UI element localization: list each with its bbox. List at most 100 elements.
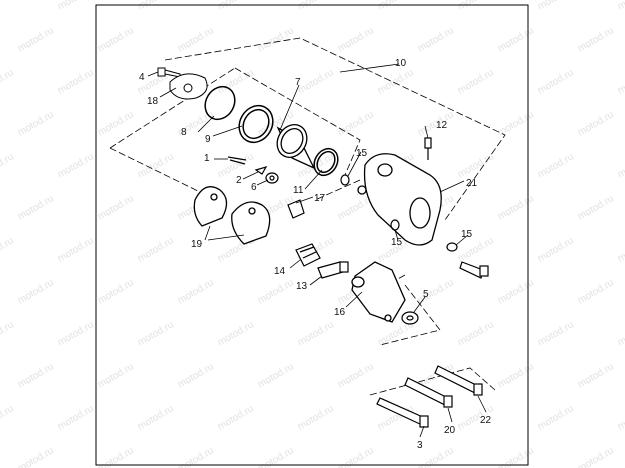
watermark-text: motod.ru bbox=[136, 403, 176, 432]
callout-21: 21 bbox=[466, 178, 478, 189]
watermark-text: motod.ru bbox=[616, 235, 625, 264]
part-6-nut bbox=[265, 172, 279, 184]
part-9-seal bbox=[238, 104, 274, 144]
callout-15a: 15 bbox=[356, 148, 368, 159]
watermark-text: motod.ru bbox=[456, 67, 496, 96]
watermark-text: motod.ru bbox=[136, 235, 176, 264]
part-13-guide-pin bbox=[317, 261, 349, 279]
part-22-bolt bbox=[459, 261, 489, 279]
watermark-text: motod.ru bbox=[456, 0, 496, 13]
callout-15b: 15 bbox=[391, 237, 403, 248]
watermark-text: motod.ru bbox=[216, 0, 256, 13]
part-5-washer bbox=[401, 311, 419, 325]
watermark-text: motod.ru bbox=[0, 235, 16, 264]
watermark-text: motod.ru bbox=[416, 277, 456, 306]
watermark-text: motod.ru bbox=[296, 403, 336, 432]
part-14-boot bbox=[295, 243, 321, 267]
watermark-text: motod.ru bbox=[216, 319, 256, 348]
watermark-text: motod.ru bbox=[536, 319, 576, 348]
part-21-caliper-body bbox=[357, 153, 442, 246]
part-15-orings bbox=[340, 174, 458, 252]
callout-1: 1 bbox=[204, 153, 210, 164]
watermark-text: motod.ru bbox=[16, 25, 56, 54]
watermark-text: motod.ru bbox=[96, 25, 136, 54]
callout-13: 13 bbox=[296, 281, 308, 292]
callout-3: 3 bbox=[417, 440, 423, 451]
watermark-text: motod.ru bbox=[256, 277, 296, 306]
callout-7: 7 bbox=[295, 77, 301, 88]
callout-2: 2 bbox=[236, 175, 242, 186]
watermark-text: motod.ru bbox=[176, 277, 216, 306]
watermark-text: motod.ru bbox=[496, 109, 536, 138]
watermark-text: motod.ru bbox=[136, 0, 176, 13]
watermark-text: motod.ru bbox=[576, 193, 616, 222]
callout-5: 5 bbox=[423, 289, 429, 300]
watermark-text: motod.ru bbox=[496, 277, 536, 306]
watermark-text: motod.ru bbox=[16, 109, 56, 138]
watermark-text: motod.ru bbox=[296, 67, 336, 96]
watermark-text: motod.ru bbox=[296, 0, 336, 13]
part-8-snap-ring bbox=[204, 85, 236, 121]
watermark-text: motod.ru bbox=[56, 151, 96, 180]
callout-14: 14 bbox=[274, 266, 286, 277]
callout-16: 16 bbox=[334, 307, 346, 318]
callout-6: 6 bbox=[251, 182, 257, 193]
callout-18: 18 bbox=[147, 96, 159, 107]
watermark-text: motod.ru bbox=[576, 277, 616, 306]
callout-22: 22 bbox=[480, 415, 492, 426]
watermark-text: motod.ru bbox=[16, 445, 56, 468]
watermark-text: motod.ru bbox=[336, 25, 376, 54]
callout-12: 12 bbox=[436, 120, 448, 131]
watermark-text: motod.ru bbox=[496, 193, 536, 222]
watermark-text: motod.ru bbox=[536, 0, 576, 13]
watermark-text: motod.ru bbox=[536, 403, 576, 432]
watermark-text: motod.ru bbox=[536, 151, 576, 180]
watermark-text: motod.ru bbox=[336, 109, 376, 138]
watermark-text: motod.ru bbox=[176, 25, 216, 54]
watermark-text: motod.ru bbox=[216, 403, 256, 432]
callout-15c: 15 bbox=[461, 229, 473, 240]
callout-17: 17 bbox=[314, 193, 326, 204]
callout-11: 11 bbox=[293, 185, 304, 196]
callout-20: 20 bbox=[444, 425, 456, 436]
callout-8: 8 bbox=[181, 127, 187, 138]
diagram-frame bbox=[95, 4, 529, 466]
watermark-text: motod.ru bbox=[0, 0, 16, 13]
watermark-text: motod.ru bbox=[96, 277, 136, 306]
long-bolts-3-20-22 bbox=[376, 365, 483, 428]
watermark-text: motod.ru bbox=[136, 151, 176, 180]
callout-9: 9 bbox=[205, 134, 211, 145]
watermark-text: motod.ru bbox=[136, 319, 176, 348]
part-7-piston bbox=[276, 124, 316, 170]
watermark-text: motod.ru bbox=[56, 403, 96, 432]
watermark-text: motod.ru bbox=[616, 151, 625, 180]
watermark-text: motod.ru bbox=[456, 319, 496, 348]
callout-labels: 1 2 3 4 5 6 7 8 9 10 11 12 13 14 15 15 1… bbox=[139, 58, 492, 451]
part-18-cap bbox=[169, 73, 208, 100]
watermark-text: motod.ru bbox=[16, 193, 56, 222]
callout-19: 19 bbox=[191, 239, 203, 250]
watermark-text: motod.ru bbox=[56, 235, 96, 264]
watermark-text: motod.ru bbox=[0, 403, 16, 432]
part-17-spring bbox=[287, 199, 305, 219]
watermark-text: motod.ru bbox=[216, 67, 256, 96]
watermark-text: motod.ru bbox=[56, 67, 96, 96]
watermark-text: motod.ru bbox=[376, 0, 416, 13]
watermark-text: motod.ru bbox=[376, 67, 416, 96]
watermark-text: motod.ru bbox=[0, 67, 16, 96]
watermark-text: motod.ru bbox=[0, 319, 16, 348]
watermark-text: motod.ru bbox=[536, 235, 576, 264]
watermark-text: motod.ru bbox=[336, 361, 376, 390]
watermark-text: motod.ru bbox=[576, 109, 616, 138]
part-1-pin bbox=[227, 156, 247, 165]
watermark-text: motod.ru bbox=[576, 361, 616, 390]
watermark-text: motod.ru bbox=[96, 361, 136, 390]
watermark-text: motod.ru bbox=[56, 0, 96, 13]
watermark-text: motod.ru bbox=[96, 193, 136, 222]
watermark-text: motod.ru bbox=[0, 151, 16, 180]
watermark-text: motod.ru bbox=[96, 109, 136, 138]
watermark-text: motod.ru bbox=[256, 361, 296, 390]
callout-10: 10 bbox=[395, 58, 407, 69]
